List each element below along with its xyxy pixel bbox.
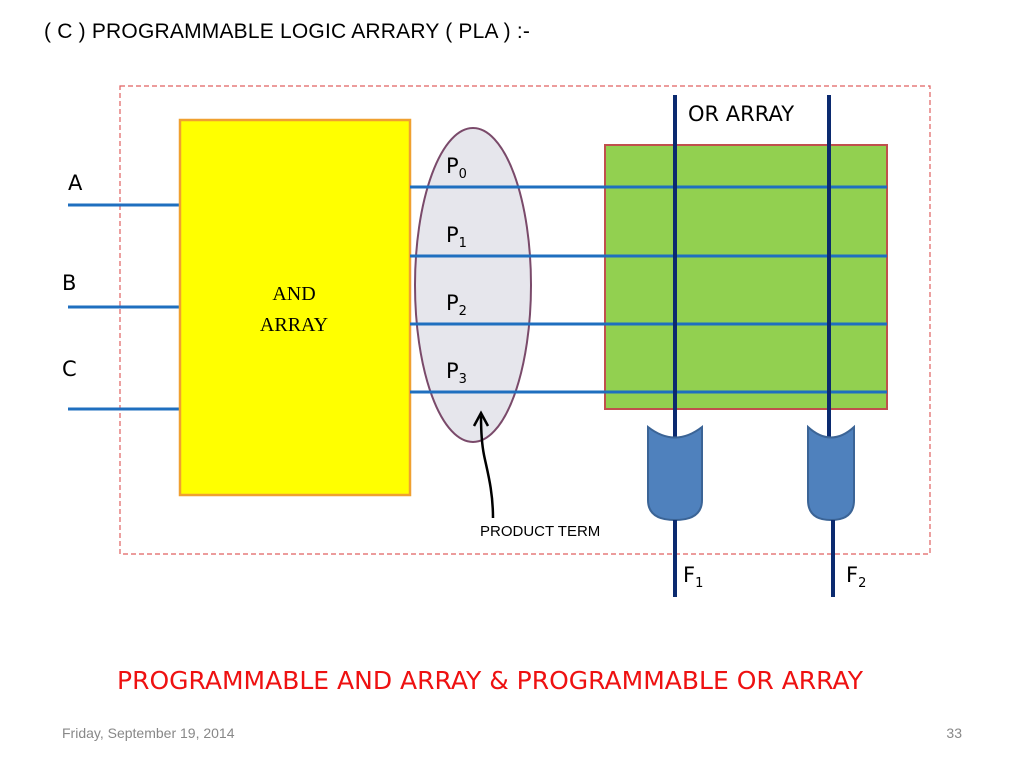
product-term-label-p0: P0 [446,154,467,182]
footer-date: Friday, September 19, 2014 [62,725,235,741]
input-label-b: B [62,271,76,295]
product-term-ellipse [414,127,532,443]
and-array-block [178,118,412,497]
and-array-label-line1: AND [272,283,315,305]
or-array-block [604,144,888,410]
page-number: 33 [946,725,962,741]
product-term-label-p3: P3 [446,359,467,387]
or-gate-f1 [647,424,703,522]
output-label-f2: F2 [846,563,866,591]
or-array-label: OR ARRAY [688,102,794,126]
and-array-label-line2: ARRAY [260,314,328,336]
pla-enclosure [119,85,931,555]
product-term-label: PRODUCT TERM [480,523,600,540]
output-label-f1: F1 [683,563,703,591]
slide-headline: PROGRAMMABLE AND ARRAY & PROGRAMMABLE OR… [0,666,1024,695]
slide-headline-text: PROGRAMMABLE AND ARRAY & PROGRAMMABLE OR… [117,666,863,695]
or-gate-f2 [807,424,855,522]
arrowhead-icon [472,410,490,427]
slide-title: ( C ) PROGRAMMABLE LOGIC ARRARY ( PLA ) … [44,20,531,43]
product-term-label-p1: P1 [446,223,467,251]
input-label-c: C [62,357,77,381]
input-label-a: A [68,171,83,195]
product-term-label-p2: P2 [446,291,467,319]
product-term-arrow-icon [479,415,495,519]
